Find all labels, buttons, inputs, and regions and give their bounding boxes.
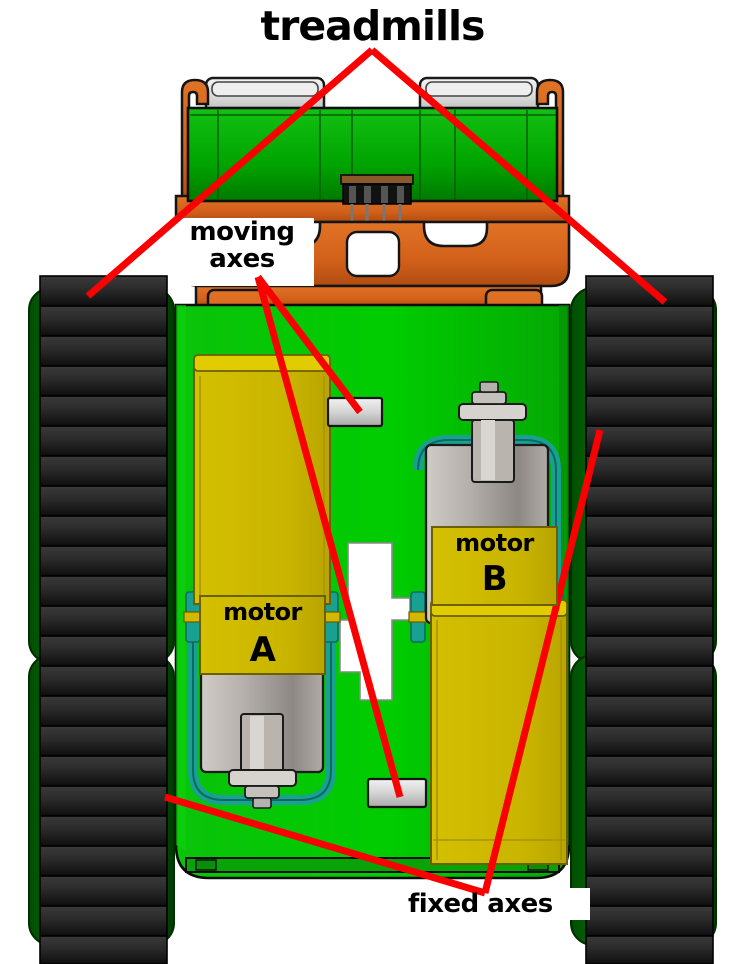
leader-lines <box>85 47 668 897</box>
left-track-segments <box>39 275 168 964</box>
right-track-segments <box>585 275 714 964</box>
motor-b-label: motor <box>455 529 534 557</box>
moving-axes-line-2: axes <box>209 243 275 274</box>
moving-axes-line-1: moving <box>189 217 295 247</box>
battery-pack-assembly <box>174 76 571 224</box>
moving-axle-upper <box>326 396 384 428</box>
motor-a-id: A <box>249 630 276 670</box>
leader-fixed-axes-right <box>481 429 604 894</box>
leader-treadmills-right <box>369 47 668 305</box>
left-treadmill <box>28 275 175 964</box>
label-backdrops <box>172 218 590 920</box>
motor-label-plates <box>199 526 558 675</box>
right-treadmill <box>570 275 717 964</box>
motor-b-assembly <box>408 381 568 865</box>
leader-fixed-axes-left <box>163 793 487 897</box>
page-title: treadmills <box>260 2 486 50</box>
leader-treadmills-left <box>85 47 375 299</box>
motor-a-assembly <box>183 354 341 809</box>
motor-a-label: motor <box>223 598 302 626</box>
battery-connector <box>340 174 414 223</box>
fixed-axes-label: fixed axes <box>408 889 553 919</box>
motor-b-id: B <box>481 559 508 599</box>
moving-axles <box>326 396 428 809</box>
leader-moving-axes-upper <box>255 274 363 415</box>
leader-moving-axes-lower <box>254 276 404 798</box>
